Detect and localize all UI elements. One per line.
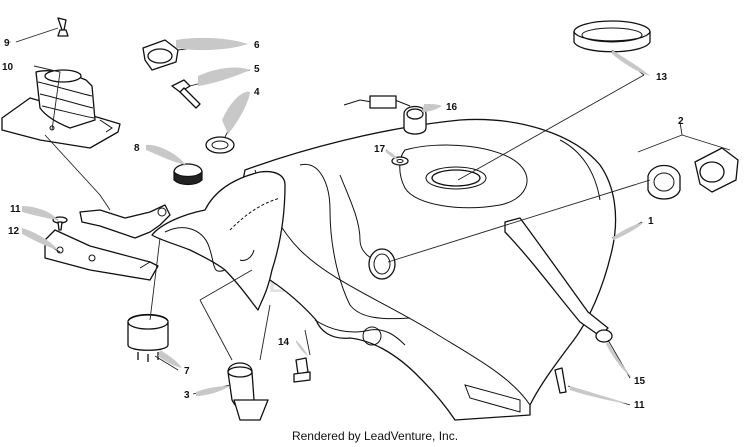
callout-label: 1 bbox=[648, 216, 654, 227]
callout-label: 3 bbox=[184, 390, 190, 401]
vent-valve bbox=[293, 357, 311, 383]
callout-label: 11 bbox=[634, 400, 645, 411]
callout-label: 15 bbox=[634, 376, 646, 387]
callout-label: 11 bbox=[10, 204, 21, 215]
mount-bracket bbox=[79, 204, 171, 239]
tether-cable bbox=[343, 95, 427, 135]
fuel-tank bbox=[209, 118, 617, 421]
callout-label: 4 bbox=[254, 87, 260, 98]
callout-11b[interactable]: 11 bbox=[570, 386, 645, 411]
key-cap bbox=[142, 39, 179, 71]
callouts: 9 10 6 5 4 8 11 12 7 3 14 16 17 13 2 1 1… bbox=[2, 37, 684, 411]
callout-label: 8 bbox=[134, 143, 140, 154]
callout-16[interactable]: 16 bbox=[422, 102, 458, 113]
callout-label: 6 bbox=[254, 40, 260, 51]
shifter-boot bbox=[1, 69, 121, 149]
lock-ring bbox=[573, 20, 651, 53]
callout-label: 14 bbox=[278, 337, 290, 348]
gas-cap-assembly bbox=[647, 147, 739, 200]
callout-15[interactable]: 14 bbox=[278, 337, 308, 356]
fuel-sender bbox=[227, 362, 269, 421]
callout-1[interactable]: 1 bbox=[612, 216, 654, 240]
callout-6[interactable]: 6 bbox=[176, 37, 260, 51]
cap bbox=[173, 163, 203, 186]
callout-9[interactable]: 9 bbox=[4, 38, 11, 49]
callout-17[interactable]: 17 bbox=[374, 144, 398, 160]
callout-label: 16 bbox=[446, 102, 458, 113]
callout-4[interactable]: 4 bbox=[222, 87, 260, 134]
pin bbox=[57, 17, 69, 37]
callout-13[interactable]: 15 bbox=[606, 342, 646, 387]
credit-text: Rendered by LeadVenture, Inc. bbox=[291, 429, 459, 443]
callout-label: 9 bbox=[4, 38, 10, 49]
callout-label: 12 bbox=[8, 226, 20, 237]
callout-2[interactable]: 2 bbox=[678, 116, 684, 127]
callout-label: 7 bbox=[184, 366, 190, 377]
callout-10[interactable]: 10 bbox=[2, 62, 14, 73]
callout-label: 5 bbox=[254, 64, 260, 75]
callout-11a[interactable]: 11 bbox=[10, 204, 58, 220]
callout-label: 2 bbox=[678, 116, 684, 127]
callout-label: 17 bbox=[374, 144, 386, 155]
callout-5[interactable]: 5 bbox=[198, 64, 260, 86]
tank-cover bbox=[151, 170, 286, 311]
grommet bbox=[205, 136, 235, 154]
callout-7[interactable]: 7 bbox=[158, 350, 190, 377]
callout-12[interactable]: 12 bbox=[8, 226, 58, 250]
bracket bbox=[44, 229, 159, 281]
callout-label: 13 bbox=[656, 72, 668, 83]
callout-3[interactable]: 3 bbox=[184, 386, 230, 401]
callout-label: 10 bbox=[2, 62, 14, 73]
callout-14[interactable]: 13 bbox=[612, 50, 668, 83]
ignition-switch bbox=[127, 313, 169, 362]
callout-8[interactable]: 8 bbox=[134, 143, 186, 165]
